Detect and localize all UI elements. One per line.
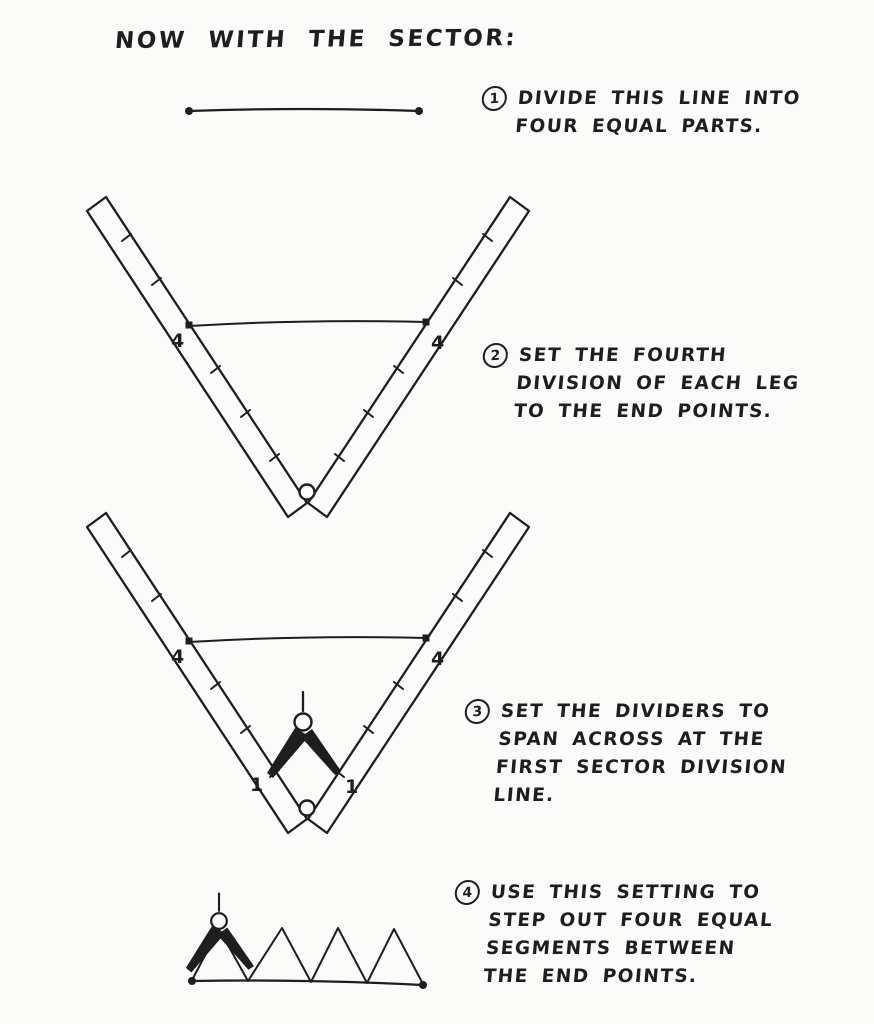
base-line [190, 979, 425, 987]
end-point-dot [185, 107, 193, 115]
step-number: 4 [462, 884, 473, 901]
step-4-text: USE THIS SETTING TO STEP OUT FOUR EQUAL … [482, 879, 777, 991]
step-text-line: LINE. [492, 785, 556, 806]
figure-sector-step2: 4 4 [85, 195, 531, 519]
figure-target-line [185, 107, 423, 115]
step-4: 4 USE THIS SETTING TO STEP OUT FOUR EQUA… [446, 879, 777, 991]
scale-label-4-left: 4 [171, 330, 184, 352]
step-text-line: DIVIDE THIS LINE INTO [516, 88, 802, 109]
target-line [187, 107, 421, 113]
scale-label-4-right: 4 [431, 332, 444, 354]
division-label-1-left: 1 [250, 774, 263, 796]
step-4-number-badge: 4 [454, 879, 481, 906]
step-number: 2 [490, 347, 501, 364]
step-2-text: SET THE FOURTH DIVISION OF EACH LEG TO T… [513, 342, 804, 426]
step-2: 2 SET THE FOURTH DIVISION OF EACH LEG TO… [477, 342, 804, 426]
step-text-line: TO THE END POINTS. [513, 401, 774, 422]
step-text-line: SET THE DIVIDERS TO [499, 701, 772, 722]
step-1-text: DIVIDE THIS LINE INTO FOUR EQUAL PARTS. [514, 85, 802, 141]
page-title: NOW WITH THE SECTOR: [113, 25, 519, 54]
step-number: 1 [489, 90, 500, 107]
scale-label-4-right: 4 [431, 648, 444, 670]
sector-instrument [85, 195, 531, 519]
step-text-line: SET THE FOURTH [517, 345, 728, 366]
step-number: 3 [472, 703, 483, 720]
step-1: 1 DIVIDE THIS LINE INTO FOUR EQUAL PARTS… [478, 85, 802, 141]
step-text-line: FIRST SECTOR DIVISION [495, 757, 788, 778]
step-text-line: SPAN ACROSS AT THE [497, 729, 766, 750]
step-1-number-badge: 1 [481, 85, 508, 112]
step-text-line: SEGMENTS BETWEEN [485, 938, 737, 959]
end-point-dot [419, 981, 427, 989]
scale-label-4-left: 4 [171, 646, 184, 668]
step-text-line: STEP OUT FOUR EQUAL [487, 910, 775, 931]
end-point-dot [415, 107, 423, 115]
step-text-line: DIVISION OF EACH LEG [515, 373, 801, 394]
step-3: 3 SET THE DIVIDERS TO SPAN ACROSS AT THE… [456, 698, 793, 810]
step-text-line: USE THIS SETTING TO [489, 882, 762, 903]
step-text-line: THE END POINTS. [482, 966, 699, 987]
step-2-number-badge: 2 [482, 342, 509, 369]
step-text-line: FOUR EQUAL PARTS. [514, 116, 764, 137]
step-3-text: SET THE DIVIDERS TO SPAN ACROSS AT THE F… [492, 698, 793, 810]
dividers-instrument [184, 892, 256, 974]
step-3-number-badge: 3 [464, 698, 491, 725]
figure-sector-step3: 4 4 1 1 [85, 511, 531, 835]
dividers-instrument [265, 690, 343, 780]
division-label-1-right: 1 [345, 776, 358, 798]
figure-step-out [184, 892, 427, 989]
